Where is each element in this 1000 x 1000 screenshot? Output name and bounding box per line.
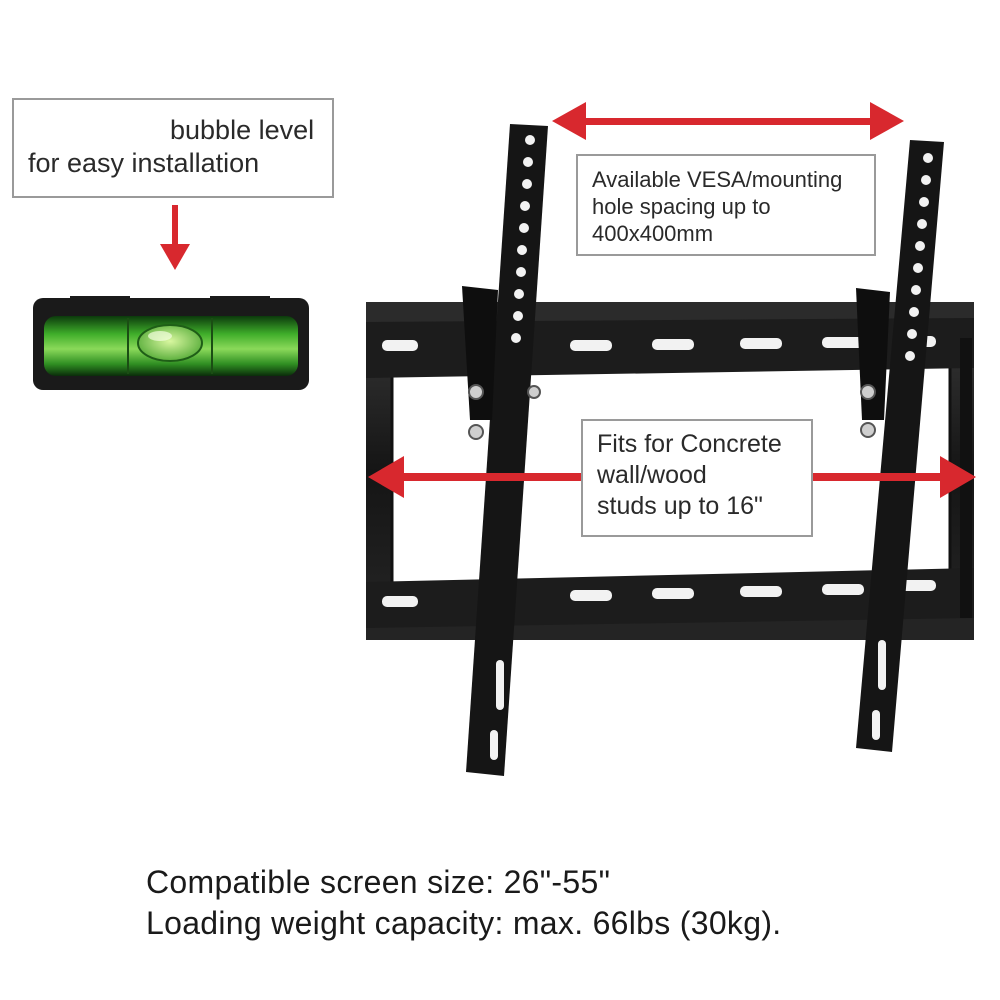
spec-text: Compatible screen size: 26"-55" Loading …: [146, 862, 781, 944]
bubble-level-callout-line2: for easy installation: [28, 148, 260, 178]
vesa-callout-line3: 400x400mm: [592, 221, 714, 246]
down-arrow-icon: [160, 205, 190, 270]
vesa-callout-line2: hole spacing up to: [592, 194, 771, 219]
double-arrow-icon: [368, 456, 976, 498]
double-arrow-icon: [552, 102, 904, 140]
studs-callout-line3: studs up to 16": [597, 492, 763, 520]
vesa-spacing-callout: Available VESA/mounting hole spacing up …: [576, 154, 876, 256]
bubble-level-callout-line1: bubble level: [170, 115, 315, 145]
studs-callout-line2: wall/wood: [597, 461, 707, 489]
bubble-level-callout: bubble level for easy installation: [12, 98, 334, 198]
vesa-callout-line1: Available VESA/mounting: [592, 167, 843, 192]
bubble-level-icon: [33, 296, 309, 390]
studs-callout: Fits for Concrete wall/wood studs up to …: [581, 419, 813, 537]
studs-callout-line1: Fits for Concrete: [597, 430, 782, 458]
screen-size-spec: Compatible screen size: 26"-55": [146, 864, 611, 900]
weight-capacity-spec: Loading weight capacity: max. 66lbs (30k…: [146, 905, 782, 941]
